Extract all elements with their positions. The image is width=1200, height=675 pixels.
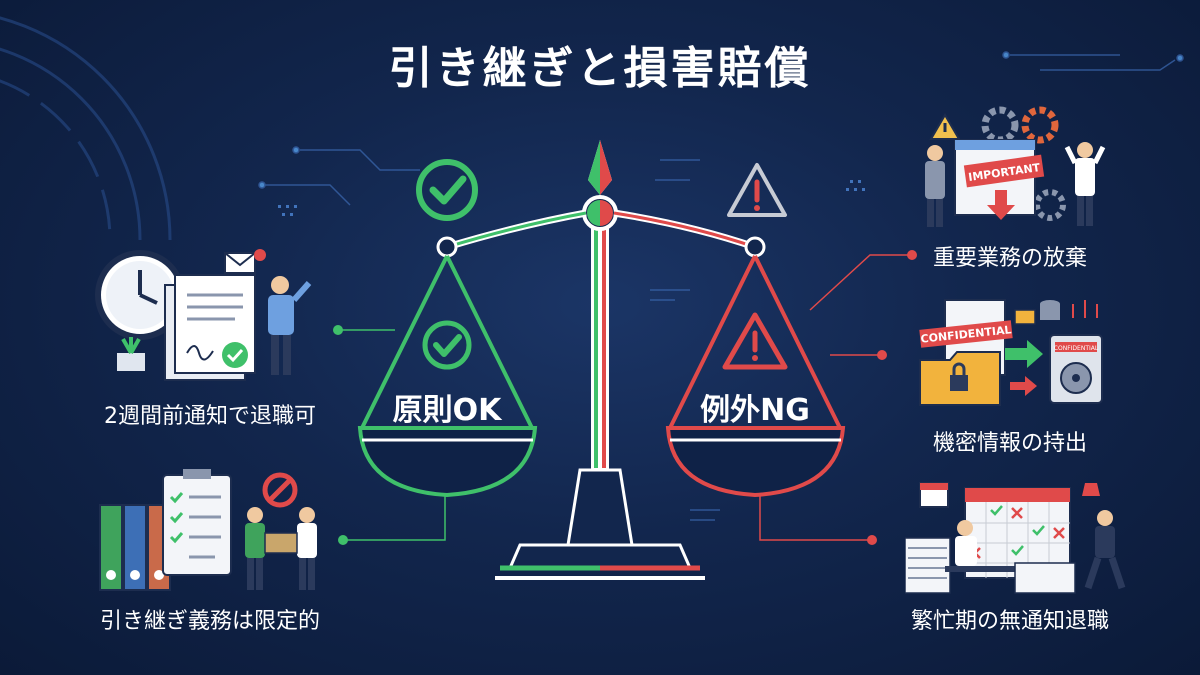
right-pan-label: 例外NG bbox=[700, 393, 810, 428]
pan-warning-icon bbox=[722, 312, 788, 370]
left-item-2-label: 引き継ぎ義務は限定的 bbox=[99, 609, 320, 634]
warning-triangle-icon bbox=[727, 163, 787, 217]
clock-document-icon bbox=[95, 249, 312, 381]
right-item-3-label: 繁忙期の無通知退職 bbox=[910, 609, 1109, 634]
left-item-1-label: 2週間前通知で退職可 bbox=[104, 404, 316, 429]
page-title: 引き継ぎと損害賠償 bbox=[388, 43, 812, 94]
right-item-2-label: 機密情報の持出 bbox=[932, 431, 1087, 456]
busy-calendar-icon bbox=[905, 482, 1126, 594]
pan-check-icon bbox=[422, 320, 472, 370]
left-pan-label: 原則OK bbox=[392, 393, 502, 428]
binders-checklist-icon bbox=[99, 469, 317, 591]
confidential-small-badge: CONFIDENTIAL bbox=[1054, 345, 1099, 352]
important-stress-icon: IMPORTANT bbox=[925, 106, 1106, 227]
check-circle-icon bbox=[416, 159, 478, 221]
right-item-1-label: 重要業務の放棄 bbox=[932, 246, 1087, 271]
confidential-data-icon: CONFIDENTIAL CONFIDENTIAL bbox=[919, 299, 1103, 406]
